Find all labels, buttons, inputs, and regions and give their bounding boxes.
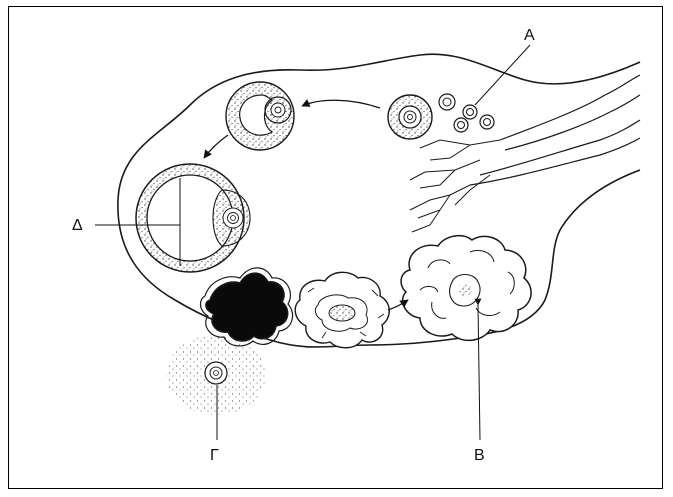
corpus-albicans [401, 236, 531, 341]
primordial-follicles [439, 94, 494, 132]
corpus-luteum [295, 272, 389, 347]
mature-follicle [136, 164, 250, 272]
primary-follicle [388, 95, 432, 139]
label-gamma: Γ [210, 447, 219, 464]
blood-vessels [410, 140, 500, 232]
mesovarium-lines [470, 75, 640, 185]
label-b: B [474, 447, 485, 464]
label-delta: Δ [72, 217, 83, 234]
label-a: A [524, 27, 535, 44]
ruptured-follicle [200, 268, 292, 346]
released-oocyte [166, 335, 266, 415]
secondary-follicle [226, 82, 294, 150]
